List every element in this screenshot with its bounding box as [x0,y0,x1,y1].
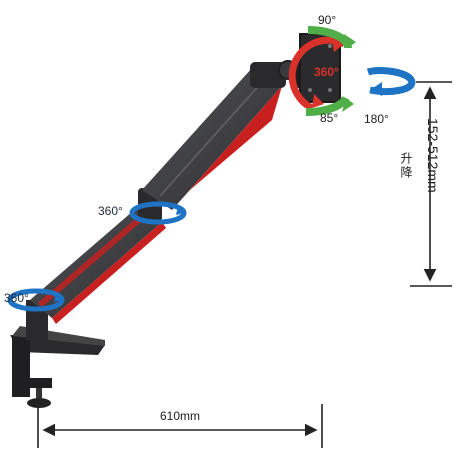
reach-label: 610mm [160,409,201,423]
head-joint [250,60,300,88]
rotate-arrow-icon-base [7,288,65,312]
rotate-base-label: 360° [4,291,29,305]
desk-clamp [10,326,105,408]
tilt-down-label: 85° [320,111,339,125]
tilt-up-label: 90° [318,13,337,27]
rotate-mid-label: 360° [98,204,123,218]
height-dimension [410,81,452,287]
reach-dimension [37,400,323,448]
pan-label: 180° [364,112,389,126]
tilt-arrow-icon [305,26,356,117]
upper-arm [142,68,282,210]
swivel-arrow-icon [288,36,346,112]
pan-arrow-icon [366,66,416,96]
height-cn-label: 升降 [399,152,413,180]
height-range-label: 152-512mm [425,118,441,193]
swivel-label: 360° [314,65,339,79]
lower-arm [30,205,166,324]
rotate-arrow-icon [129,201,187,225]
